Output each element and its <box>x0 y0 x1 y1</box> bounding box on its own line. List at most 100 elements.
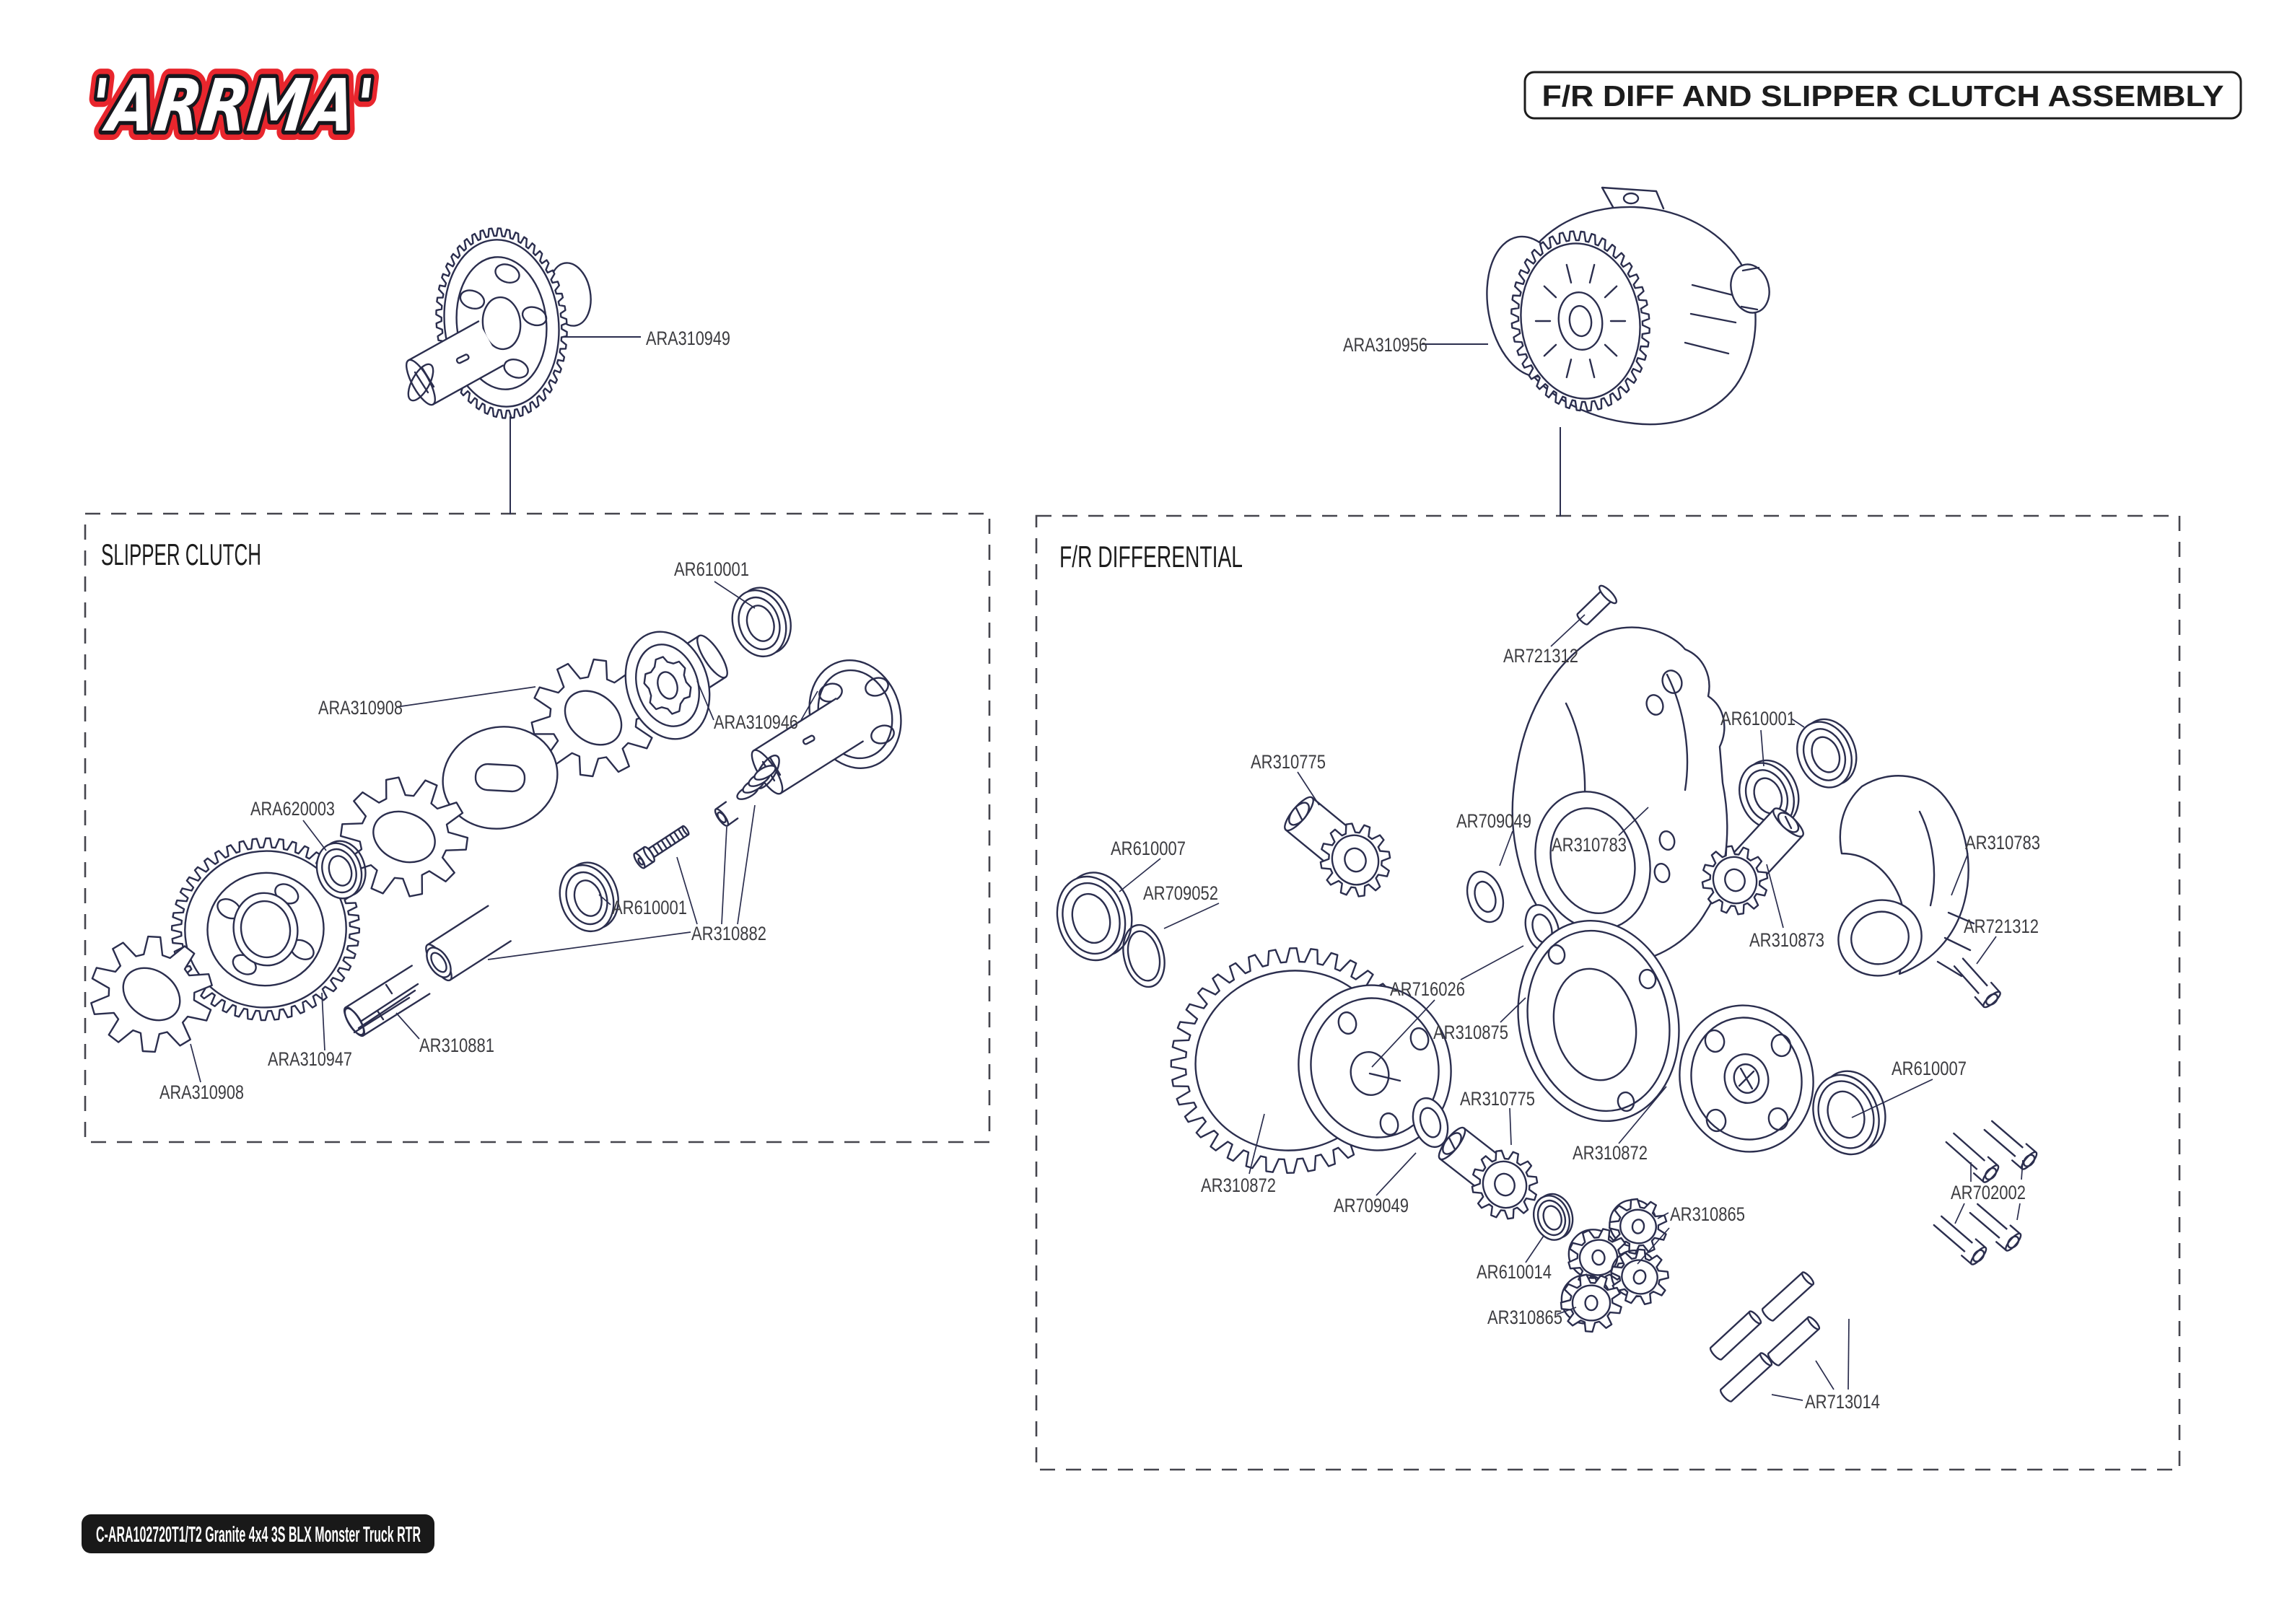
cylinder-sides <box>427 905 512 981</box>
slipper-spring-part <box>736 765 777 800</box>
leader-line <box>1371 999 1435 1068</box>
spider-gear-bore <box>1632 1269 1647 1285</box>
stub-spline <box>1740 266 1760 311</box>
leader-line <box>676 856 698 925</box>
part-label: AR310865 <box>1487 1307 1562 1328</box>
cylinder-sides <box>1972 1156 1999 1183</box>
screw-socket <box>1972 1249 1985 1263</box>
cylinder-sides <box>407 320 504 405</box>
leader-line <box>1618 1086 1667 1144</box>
cylinder-face <box>1759 1352 1773 1366</box>
cylinder-fill <box>1946 1133 1985 1169</box>
cylinder-face <box>1806 1316 1821 1330</box>
cylinder-sides <box>1961 1238 1987 1265</box>
washer-part <box>1466 870 1505 923</box>
part-label: AR709052 <box>1143 882 1218 904</box>
hub-bore <box>657 671 678 700</box>
footer-kit-id: C-ARA102720T1/T2 Granite 4x4 3S BLX Mons… <box>96 1522 421 1547</box>
spur-gear-part <box>170 837 361 1022</box>
part-label: ARA310956 <box>1343 334 1427 356</box>
ellipse-shape <box>1536 1199 1567 1237</box>
arrma-logo-outline-red: 'ARRMA' <box>85 63 378 148</box>
leader-line <box>395 1012 420 1040</box>
bearing-part <box>315 840 367 900</box>
bearing-part <box>1533 1193 1574 1241</box>
cylinder-sides <box>1995 1224 2021 1252</box>
outdrive-plate-part <box>751 659 902 795</box>
spur-gear-bore <box>232 892 299 967</box>
cylinder-fill <box>715 802 738 826</box>
part-label: AR610001 <box>1720 708 1796 729</box>
spline-ticks <box>1738 1067 1755 1090</box>
housing-hole <box>1658 830 1676 851</box>
footer-badge-bg <box>82 1514 434 1553</box>
housing-hole <box>1653 862 1671 884</box>
screw-cap-part <box>1969 1203 2022 1252</box>
case-hole <box>1704 1029 1726 1053</box>
part-label: AR721312 <box>1503 645 1578 667</box>
ellipse-shape <box>1474 880 1497 913</box>
ellipse-shape <box>184 850 347 1009</box>
part-label: AR610001 <box>612 897 687 918</box>
cylinder-fill <box>634 847 654 869</box>
thread-tick <box>665 836 673 847</box>
ellipse-shape <box>328 855 353 887</box>
spline-tick <box>1295 807 1303 821</box>
ellipse-shape <box>1619 1208 1657 1245</box>
pin-part <box>1576 584 1618 626</box>
pin-part <box>1719 1352 1773 1403</box>
collar-ticks <box>376 983 393 1021</box>
part-label: AR310775 <box>1460 1088 1535 1110</box>
part-label: ARA310947 <box>268 1048 352 1070</box>
leader-lines <box>190 336 2024 1401</box>
leader-line <box>487 931 691 960</box>
flange-hole <box>1661 670 1683 694</box>
cylinder-face <box>642 846 655 863</box>
assembly-hub <box>481 296 522 351</box>
vent-slot <box>1543 285 1557 299</box>
pad-disc-slot <box>474 763 526 793</box>
ellipse-shape <box>1419 1107 1442 1138</box>
shaft-end <box>344 1007 365 1036</box>
clutch-pad-part <box>90 935 213 1053</box>
leader-line <box>1790 718 1805 728</box>
pinion-bore <box>1724 868 1746 892</box>
parts-layer <box>90 186 2038 1403</box>
cylinder-sides <box>1720 1352 1772 1403</box>
leader-line <box>1525 1235 1544 1263</box>
vent-slot <box>1565 263 1573 284</box>
screw-cap-part <box>1933 1215 1987 1265</box>
part-label: AR310872 <box>1573 1142 1648 1164</box>
screw-long-part <box>633 825 690 869</box>
ellipse-shape <box>1802 728 1847 781</box>
bevel-pinion-part <box>1438 1126 1539 1220</box>
leader-line <box>1509 1107 1512 1146</box>
leader-line <box>1460 945 1524 980</box>
cylinder-fill <box>753 698 863 794</box>
housing-bracket-part <box>1837 775 1975 978</box>
thread-tick <box>660 839 668 850</box>
gasket-opening <box>1552 967 1637 1081</box>
ellipse-shape <box>430 952 447 973</box>
cylinder-sides <box>1710 1310 1762 1361</box>
cylinder-sides <box>753 698 864 794</box>
case-pin <box>1368 1072 1401 1082</box>
clutch-pad-lug <box>494 263 520 284</box>
leader-line <box>395 686 536 708</box>
leader-line <box>1248 1113 1265 1175</box>
thread-tick <box>677 828 685 839</box>
part-label: ARA310908 <box>159 1081 244 1103</box>
pin-head <box>1598 584 1618 605</box>
part-labels: AR610001ARA310908ARA620003ARA310946AR610… <box>159 328 2040 1413</box>
cylinder-fill <box>1720 1353 1772 1402</box>
screw-socket <box>2007 1235 2020 1249</box>
pin-part <box>1767 1316 1821 1366</box>
screw-socket <box>1984 1167 1998 1180</box>
cylinder-fill <box>2012 1144 2037 1169</box>
cylinder-sides <box>2011 1143 2037 1170</box>
clutch-pad-lug <box>459 289 486 310</box>
ellipse-shape <box>1526 929 1671 1112</box>
spline-ticks <box>414 367 435 394</box>
washer-part <box>1412 1097 1449 1149</box>
